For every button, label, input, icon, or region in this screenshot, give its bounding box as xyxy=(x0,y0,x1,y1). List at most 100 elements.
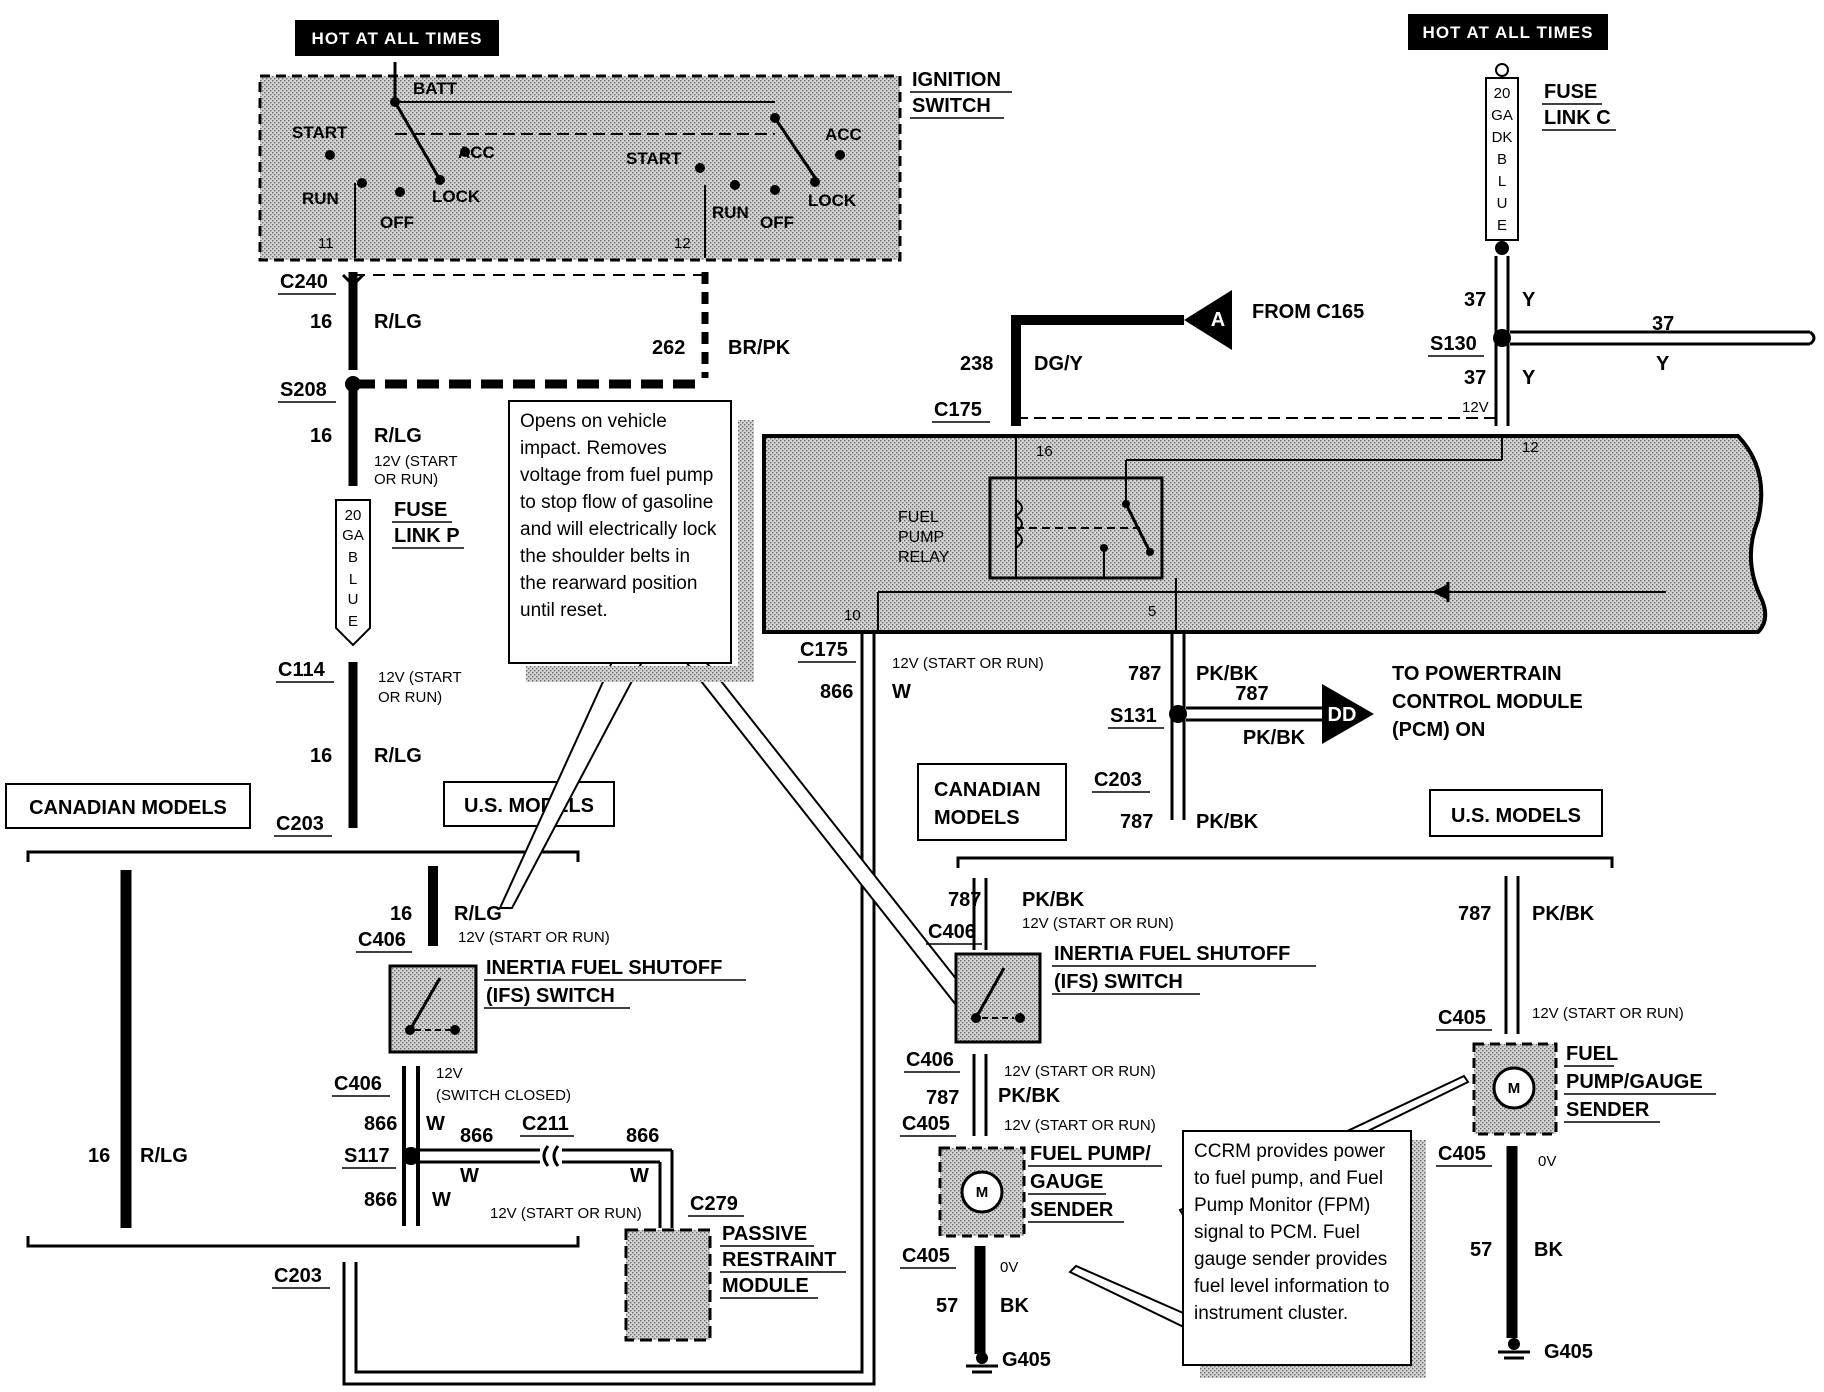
v12-switch-label: 12V xyxy=(436,1065,463,1082)
v0-right: 0V xyxy=(1538,1153,1556,1170)
marker-a: A xyxy=(1211,309,1225,331)
fuse-link-c-label-2: LINK C xyxy=(1544,107,1611,129)
wire-pkbk-d: PK/BK xyxy=(1022,889,1085,911)
fuse-c-g0: 20 xyxy=(1494,85,1511,102)
c203-label-right: C203 xyxy=(1094,769,1142,791)
fuse-p-g4: U xyxy=(348,591,359,608)
wire-dgy: DG/Y xyxy=(1034,353,1084,375)
v12-c279: 12V (START OR RUN) xyxy=(490,1205,642,1222)
hot-at-all-times-right: HOT AT ALL TIMES xyxy=(1408,14,1608,50)
v12-c406-right: 12V (START OR RUN) xyxy=(1004,1063,1156,1080)
c406-label-c: C406 xyxy=(928,921,976,943)
fuse-c-g5: U xyxy=(1497,195,1508,212)
wire-866-b: 866 xyxy=(364,1189,397,1211)
sender-right-label-1: FUEL xyxy=(1566,1043,1618,1065)
marker-dd: DD xyxy=(1328,704,1357,726)
wire-rlg-b: R/LG xyxy=(374,425,422,447)
note-ccrm-text: CCRM provides power to fuel pump, and Fu… xyxy=(1194,1141,1390,1324)
off-label-left: OFF xyxy=(380,213,414,232)
c406-label-a: C406 xyxy=(358,929,406,951)
ifs-right-label-1: INERTIA FUEL SHUTOFF xyxy=(1054,943,1290,965)
ignition-switch-label-2: SWITCH xyxy=(912,95,991,117)
c211-label: C211 xyxy=(522,1113,569,1135)
note-ifs-text: Opens on vehicle impact. Removes voltage… xyxy=(520,411,717,621)
fuse-c-g1: GA xyxy=(1491,107,1513,124)
relay-label-relay: RELAY xyxy=(898,549,950,566)
wire-37-b: 37 xyxy=(1652,313,1674,335)
hot-label-right: HOT AT ALL TIMES xyxy=(1423,23,1594,42)
wire-238: 238 xyxy=(960,353,993,375)
g405-label-a: G405 xyxy=(1002,1349,1051,1371)
v12-37: 12V xyxy=(1462,399,1489,416)
us-models-right-label: U.S. MODELS xyxy=(1451,805,1581,827)
left-feed-lower: C114 12V (START OR RUN) 16 R/LG C203 xyxy=(274,659,462,837)
v12-ifs-left: 12V (START OR RUN) xyxy=(458,929,610,946)
canadian-models-right-label-1: CANADIAN xyxy=(934,779,1041,801)
motor-symbol-right: M xyxy=(1508,1080,1521,1097)
us-models-right: U.S. MODELS xyxy=(1429,789,1603,837)
pin-11: 11 xyxy=(318,235,334,252)
sender-right-label-2: PUMP/GAUGE xyxy=(1566,1071,1703,1093)
fuse-p-g0: 20 xyxy=(345,507,362,524)
pcm-label-3: (PCM) ON xyxy=(1392,719,1485,741)
fuse-link-p-label-1: FUSE xyxy=(394,499,447,521)
wire-bk-a: BK xyxy=(1000,1295,1029,1317)
wire-866-c: 866 xyxy=(460,1125,493,1147)
wire-787-e: 787 xyxy=(926,1087,959,1109)
hot-label-left: HOT AT ALL TIMES xyxy=(312,29,483,48)
wire-866-d: 866 xyxy=(626,1125,659,1147)
wire-16-b: 16 xyxy=(310,425,332,447)
sender-left-label-2: GAUGE xyxy=(1030,1171,1103,1193)
canadian-wire-left: 16 R/LG xyxy=(88,870,188,1228)
motor-symbol-left: M xyxy=(976,1184,989,1201)
sender-right-label-3: SENDER xyxy=(1566,1099,1650,1121)
wire-y-a: Y xyxy=(1522,289,1536,311)
batt-label: BATT xyxy=(413,79,458,98)
wire-y-b: Y xyxy=(1656,353,1670,375)
wire-w-e: W xyxy=(892,681,911,703)
hot-at-all-times-left: HOT AT ALL TIMES xyxy=(295,20,499,56)
v12-c175: 12V (START OR RUN) xyxy=(892,655,1044,672)
lock-label-right: LOCK xyxy=(808,191,857,210)
fuse-link-c-label-1: FUSE xyxy=(1544,81,1597,103)
c203-label-bottom: C203 xyxy=(274,1265,322,1287)
c406-label-d: C406 xyxy=(906,1049,954,1071)
wire-37-c: 37 xyxy=(1464,367,1486,389)
wire-rlg-canadian: R/LG xyxy=(140,1145,188,1167)
c114-label: C114 xyxy=(278,659,326,681)
from-c165-wire: A FROM C165 238 DG/Y C175 xyxy=(932,290,1502,426)
run-label-left: RUN xyxy=(302,189,339,208)
ccrm-pin-16: 16 xyxy=(1036,443,1053,460)
relay-label-fuel: FUEL xyxy=(898,509,939,526)
wire-brpk: BR/PK xyxy=(728,337,791,359)
fuel-pump-sender-left: M FUEL PUMP/ GAUGE SENDER C405 0V 57 BK … xyxy=(900,1143,1162,1374)
fuse-c-g4: L xyxy=(1498,173,1506,190)
canadian-models-left: CANADIAN MODELS xyxy=(5,783,251,829)
sender-left-label-3: SENDER xyxy=(1030,1199,1114,1221)
c175-label-bottom: C175 xyxy=(800,639,848,661)
wire-rlg-c: R/LG xyxy=(374,745,422,767)
prm-label-1: PASSIVE xyxy=(722,1223,807,1245)
s130-label: S130 xyxy=(1430,333,1477,355)
s131-label: S131 xyxy=(1110,705,1157,727)
brace-right xyxy=(956,856,1614,868)
wire-16-c: 16 xyxy=(310,745,332,767)
canadian-models-right: CANADIAN MODELS xyxy=(917,763,1067,841)
ifs-right-label-2: (IFS) SWITCH xyxy=(1054,971,1183,993)
wire-w-b: W xyxy=(432,1189,451,1211)
us-models-left-label: U.S. MODELS xyxy=(464,795,594,817)
c175-outputs: C175 12V (START OR RUN) 866 W 787 PK/BK … xyxy=(798,632,1583,833)
c203-label-top: C203 xyxy=(276,813,324,835)
wire-787-f: 787 xyxy=(1458,903,1491,925)
wire-pkbk-b: PK/BK xyxy=(1243,727,1306,749)
fuse-c-g6: E xyxy=(1497,217,1507,234)
v12-start-2: OR RUN) xyxy=(374,471,438,488)
ifs-switch-left: 16 R/LG C406 12V (START OR RUN) INERTIA … xyxy=(332,866,746,1228)
pin-12: 12 xyxy=(674,235,691,252)
wire-rlg-ifs: R/LG xyxy=(454,903,502,925)
fuse-c-g3: B xyxy=(1497,151,1507,168)
ccrm-pin-5: 5 xyxy=(1148,603,1156,620)
fuel-pump-relay-module: FUEL PUMP RELAY 16 12 10 5 xyxy=(762,434,1768,634)
acc-label-left: ACC xyxy=(458,143,495,162)
wire-262: 262 xyxy=(652,337,685,359)
